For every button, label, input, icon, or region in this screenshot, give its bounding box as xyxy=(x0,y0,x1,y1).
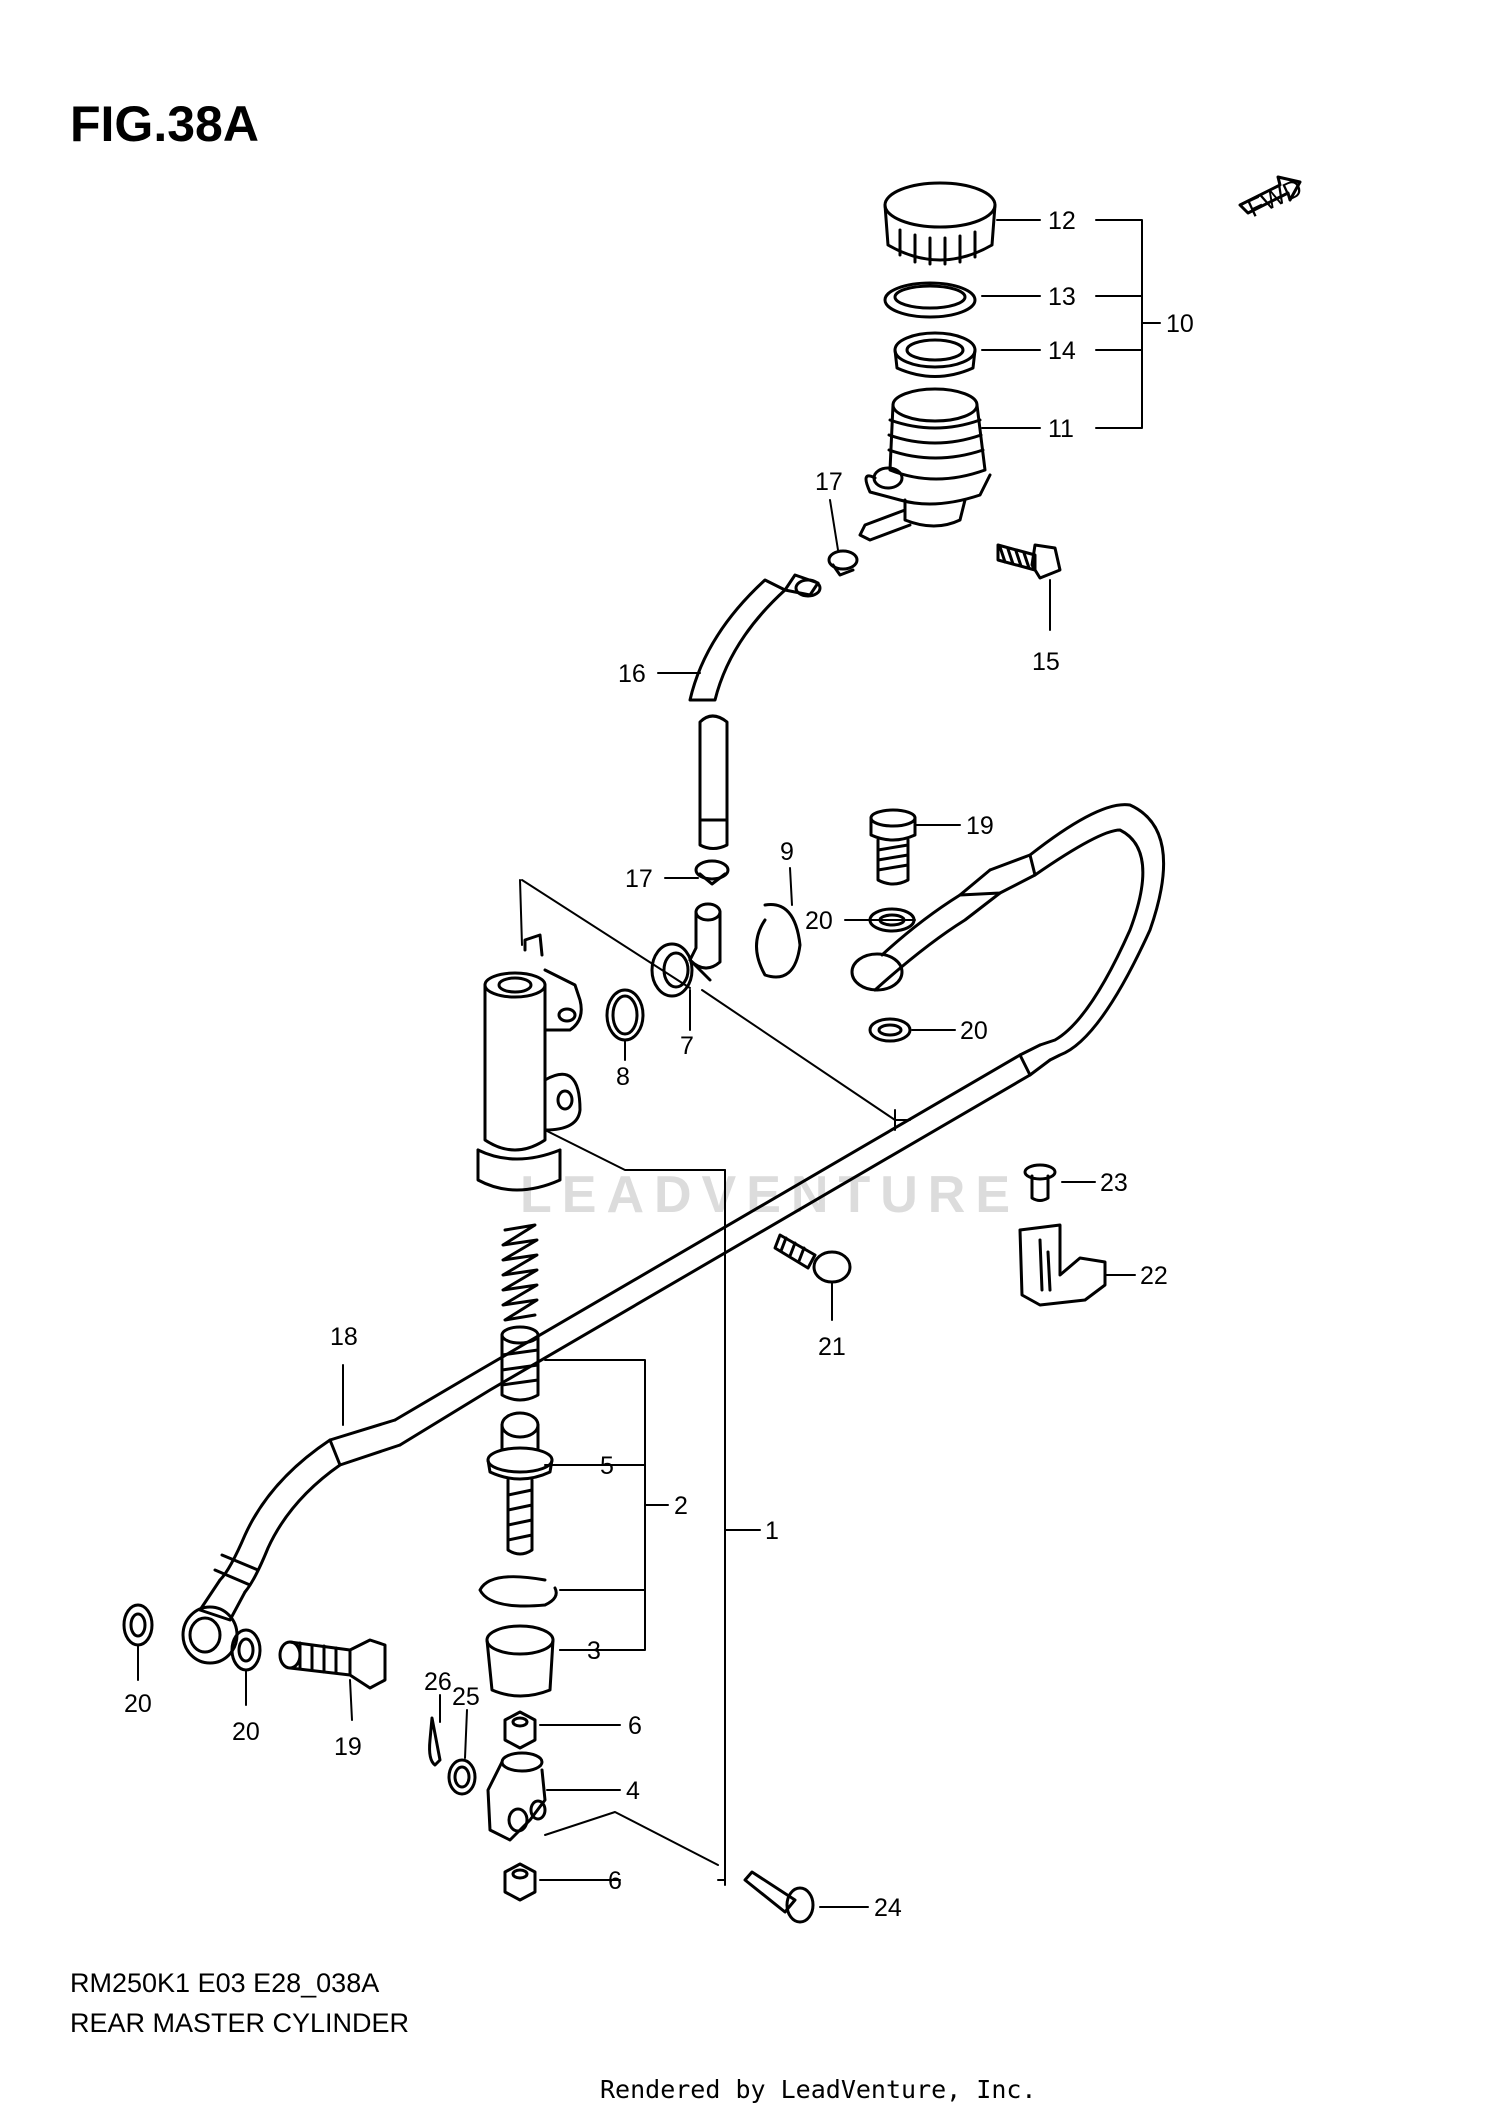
part-label-9: 9 xyxy=(780,838,794,866)
part-label-2: 2 xyxy=(674,1492,688,1520)
part-label-11: 11 xyxy=(1048,415,1074,443)
hose-guide-bracket-part xyxy=(1018,1223,1107,1307)
diagram-caption: REAR MASTER CYLINDER xyxy=(70,2008,410,2038)
gasket-upper-b-part xyxy=(868,1017,912,1043)
part-label-19-lower: 19 xyxy=(334,1733,362,1761)
hose-joint-part xyxy=(650,902,722,998)
part-label-23: 23 xyxy=(1100,1169,1128,1197)
brake-hose-part xyxy=(181,803,1166,1665)
part-label-21: 21 xyxy=(818,1333,846,1361)
part-label-6-lower: 6 xyxy=(608,1867,622,1895)
part-label-7: 7 xyxy=(680,1032,694,1060)
part-label-26: 26 xyxy=(424,1668,452,1696)
part-label-20-lower-a: 20 xyxy=(124,1690,152,1718)
union-bolt-upper-part xyxy=(869,808,917,886)
reservoir-cap-part xyxy=(883,181,997,266)
fwd-label: FWD xyxy=(1243,174,1306,223)
part-label-16: 16 xyxy=(618,660,646,688)
part-label-20-lower-b: 20 xyxy=(232,1718,260,1746)
reservoir-body-part xyxy=(858,387,992,542)
part-label-10: 10 xyxy=(1166,310,1194,338)
diaphragm-part xyxy=(893,331,977,378)
watermark-text: LEADVENTURE xyxy=(520,1166,1021,1224)
gasket-lower-b-part xyxy=(230,1628,262,1672)
cotter-pin-part xyxy=(428,1716,442,1767)
hose-clamp-lower-part xyxy=(694,859,730,886)
master-cylinder-body-part xyxy=(476,933,583,1192)
reservoir-hose-part xyxy=(688,573,822,850)
figure-title: FIG.38A xyxy=(70,96,259,152)
clevis-part xyxy=(486,1751,547,1842)
o-ring-8-part xyxy=(605,988,645,1042)
part-label-20-upper-a: 20 xyxy=(805,907,833,935)
piston-part xyxy=(500,1325,540,1402)
part-label-19-upper: 19 xyxy=(966,812,994,840)
part-label-24: 24 xyxy=(874,1894,902,1922)
part-label-8: 8 xyxy=(616,1063,630,1091)
nut-lower-part xyxy=(503,1862,537,1902)
circlip-piston-part xyxy=(478,1575,558,1608)
diaphragm-plate-part xyxy=(883,281,977,319)
forward-direction-icon: FWD xyxy=(1238,174,1307,223)
part-label-17-lower: 17 xyxy=(625,865,653,893)
washer-25-part xyxy=(447,1758,477,1796)
bolt-15-part xyxy=(996,543,1062,580)
gasket-lower-a-part xyxy=(122,1603,154,1647)
clevis-pin-part xyxy=(743,1870,815,1924)
dust-boot-part xyxy=(485,1624,555,1698)
circlip-9-part xyxy=(755,903,802,979)
part-label-5: 5 xyxy=(600,1452,614,1480)
leader-lines xyxy=(137,219,1161,1908)
part-label-15: 15 xyxy=(1032,648,1060,676)
part-label-6-upper: 6 xyxy=(628,1712,642,1740)
part-label-1: 1 xyxy=(765,1517,779,1545)
part-label-25: 25 xyxy=(452,1683,480,1711)
nut-upper-part xyxy=(503,1710,537,1750)
diagram-code: RM250K1 E03 E28_038A xyxy=(70,1968,380,1998)
part-label-13: 13 xyxy=(1048,283,1076,311)
part-label-12: 12 xyxy=(1048,207,1076,235)
return-spring-part xyxy=(501,1223,539,1322)
rendered-by-credit: Rendered by LeadVenture, Inc. xyxy=(600,2075,1037,2104)
part-label-22: 22 xyxy=(1140,1262,1168,1290)
union-bolt-lower-part xyxy=(278,1638,387,1690)
bolt-21-part xyxy=(773,1233,852,1284)
part-labels: 12 13 14 11 10 17 15 16 17 9 19 20 20 8 … xyxy=(124,207,1194,1922)
hose-clamp-upper-part xyxy=(827,549,859,577)
screw-23-part xyxy=(1023,1163,1057,1202)
push-rod-part xyxy=(486,1411,554,1556)
part-label-20-upper-b: 20 xyxy=(960,1017,988,1045)
part-label-3: 3 xyxy=(587,1637,601,1665)
part-label-18: 18 xyxy=(330,1323,358,1351)
part-label-14: 14 xyxy=(1048,337,1076,365)
part-label-4: 4 xyxy=(626,1777,640,1805)
part-label-17-upper: 17 xyxy=(815,468,843,496)
